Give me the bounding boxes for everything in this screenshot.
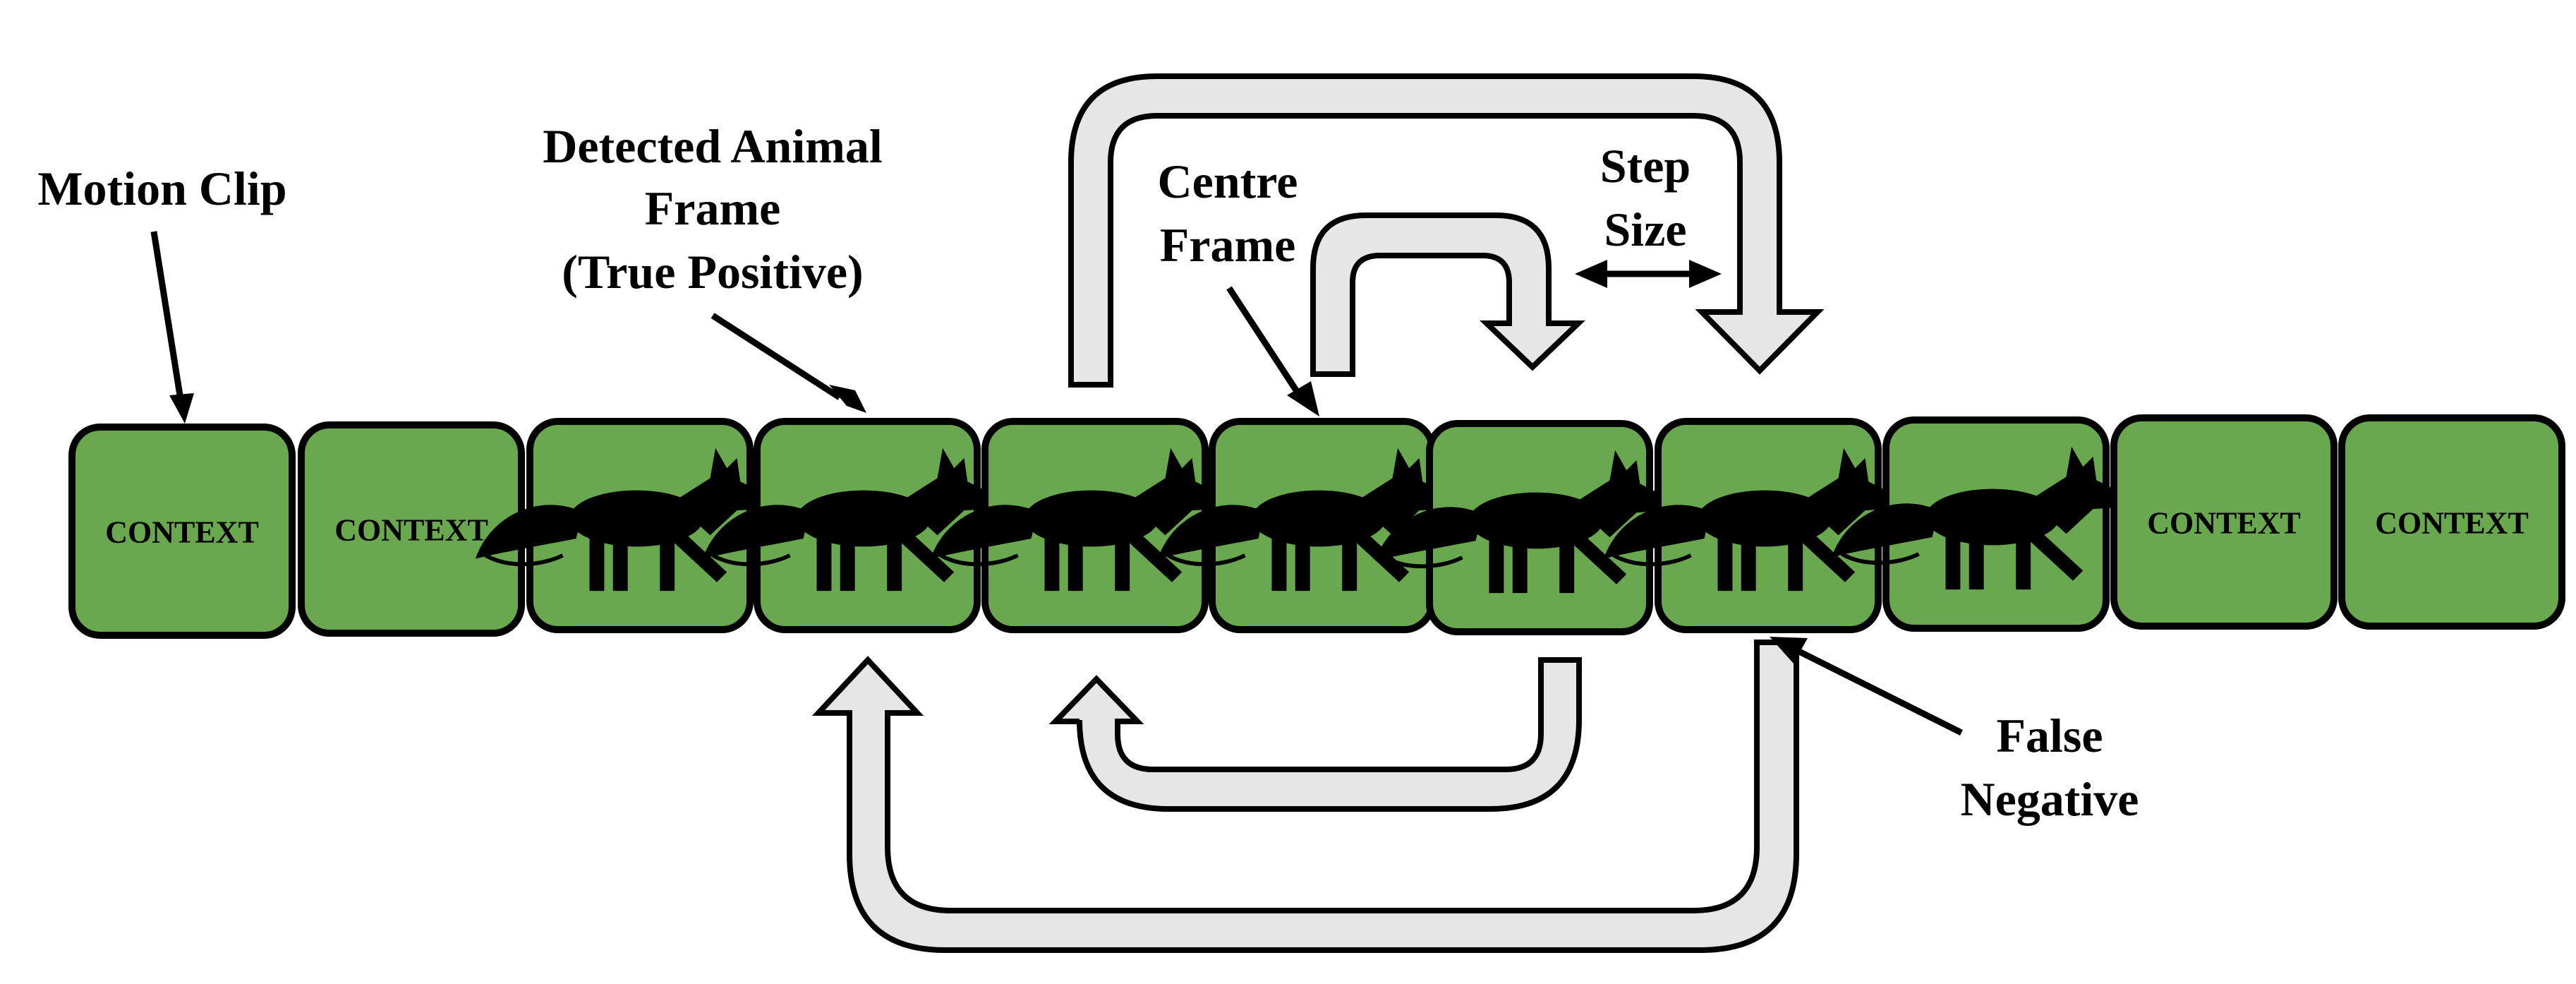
motion-clip-pointer bbox=[150, 231, 183, 396]
false-negative-label-line1: False bbox=[1996, 709, 2103, 762]
context-frame: CONTEXT bbox=[298, 421, 525, 637]
centre-pointer-head bbox=[1287, 381, 1319, 416]
frame-box bbox=[2338, 414, 2565, 630]
frame-box bbox=[2110, 414, 2338, 630]
context-label: CONTEXT bbox=[334, 513, 488, 548]
detected-pointer-head bbox=[829, 385, 866, 413]
detected-pointer bbox=[710, 313, 842, 400]
detected-frame-label-line1: Detected Animal bbox=[543, 119, 883, 173]
animal-frame bbox=[1832, 416, 2130, 632]
false-negative-pointer bbox=[1796, 647, 1964, 736]
motion-clip-label: Motion Clip bbox=[37, 162, 286, 215]
frames-row: CONTEXT CONTEXT CONTEXT CONTEXT bbox=[68, 414, 2565, 639]
context-label: CONTEXT bbox=[2147, 506, 2301, 541]
detected-frame-label-line3: (True Positive) bbox=[562, 245, 863, 299]
detected-frame-label-line2: Frame bbox=[645, 181, 781, 235]
false-negative-pointer-head bbox=[1770, 637, 1808, 664]
context-frame: CONTEXT bbox=[2338, 414, 2565, 630]
context-label: CONTEXT bbox=[2375, 506, 2529, 541]
context-frame: CONTEXT bbox=[2110, 414, 2338, 630]
inner-bottom-arrow bbox=[1048, 657, 1582, 812]
false-negative-label-line2: Negative bbox=[1960, 772, 2139, 826]
centre-pointer bbox=[1226, 286, 1303, 399]
step-size-label-line1: Step bbox=[1600, 139, 1691, 193]
context-frame: CONTEXT bbox=[68, 424, 296, 639]
centre-frame-label-line1: Centre bbox=[1158, 155, 1298, 208]
motion-clip-pointer-head bbox=[169, 393, 194, 424]
frame-box bbox=[68, 424, 296, 639]
step-size-label-line2: Size bbox=[1604, 203, 1686, 256]
centre-frame-label-line2: Frame bbox=[1160, 218, 1296, 272]
outer-bottom-arrow bbox=[811, 640, 1799, 953]
context-label: CONTEXT bbox=[105, 515, 259, 550]
inner-top-arrow bbox=[1310, 212, 1585, 377]
step-size-arrow-left-head bbox=[1575, 260, 1607, 288]
step-size-arrow-right-head bbox=[1689, 260, 1722, 288]
outer-top-arrow bbox=[1068, 73, 1825, 388]
